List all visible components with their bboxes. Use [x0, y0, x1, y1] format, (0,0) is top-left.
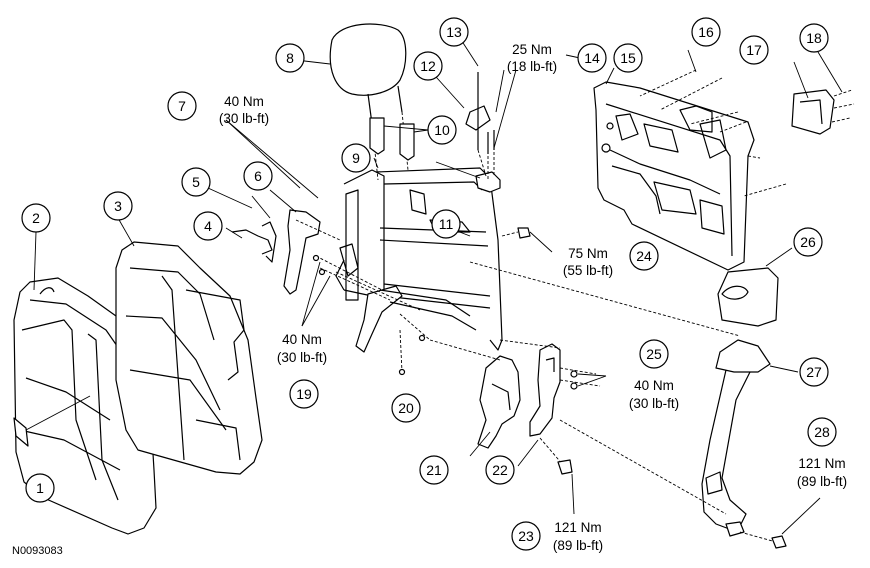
callout-26: 26 — [793, 227, 823, 257]
callout-20-text: 20 — [398, 400, 414, 416]
callout-16: 16 — [691, 17, 721, 47]
callout-1-text: 1 — [36, 480, 44, 496]
callout-24: 24 — [629, 241, 659, 271]
callout-21-text: 21 — [426, 462, 442, 478]
callout-6-text: 6 — [254, 168, 262, 184]
callout-3: 3 — [103, 191, 133, 221]
torque-23-lbft: (89 lb-ft) — [553, 538, 603, 553]
callout-6: 6 — [243, 161, 273, 191]
callout-19-text: 19 — [296, 386, 312, 402]
callout-22-text: 22 — [492, 462, 508, 478]
part-latch-bracket — [231, 189, 341, 295]
callout-25: 25 — [639, 339, 669, 369]
callout-16-text: 16 — [698, 24, 714, 40]
callout-25-text: 25 — [646, 346, 662, 362]
callout-4: 4 — [193, 211, 223, 241]
part-clip — [13, 395, 91, 447]
torque-19-nm: 40 Nm — [282, 332, 322, 347]
callout-2-text: 2 — [32, 210, 40, 226]
torque-28-nm: 121 Nm — [798, 456, 845, 471]
callout-15-text: 15 — [620, 50, 636, 66]
callout-27-text: 27 — [806, 364, 822, 380]
torque-24-nm: 75 Nm — [568, 246, 608, 261]
callout-2: 2 — [21, 203, 51, 233]
callout-28-text: 28 — [814, 424, 830, 440]
callout-13-text: 13 — [446, 24, 462, 40]
callout-15: 15 — [613, 43, 643, 73]
callout-12-text: 12 — [420, 58, 436, 74]
callout-19: 19 — [289, 379, 319, 409]
torque-19-lbft: (30 lb-ft) — [277, 350, 327, 365]
callout-22: 22 — [485, 455, 515, 485]
callout-26-text: 26 — [800, 234, 816, 250]
callout-11-text: 11 — [439, 216, 454, 232]
callout-7-text: 7 — [178, 98, 186, 114]
callout-23: 23 — [511, 521, 541, 551]
part-seat-back-frame — [335, 167, 503, 351]
part-lower-bracket — [301, 254, 477, 376]
callout-9: 9 — [341, 143, 371, 173]
callout-21: 21 — [419, 455, 449, 485]
callout-17: 17 — [739, 35, 769, 65]
callout-3-text: 3 — [114, 198, 122, 214]
part-headrest — [329, 23, 429, 181]
callout-9-text: 9 — [352, 150, 360, 166]
callout-5: 5 — [181, 167, 211, 197]
callout-28: 28 — [807, 417, 837, 447]
part-latch-assembly — [373, 69, 517, 237]
callout-20: 20 — [391, 393, 421, 423]
callout-23-text: 23 — [518, 528, 534, 544]
callout-4-text: 4 — [204, 218, 212, 234]
torque-14-lbft: (18 lb-ft) — [507, 59, 557, 74]
figure-id: N0093083 — [12, 545, 63, 557]
torque-28-lbft: (89 lb-ft) — [797, 474, 847, 489]
torque-7-nm: 40 Nm — [224, 94, 264, 109]
callout-24-text: 24 — [636, 248, 652, 264]
part-seat-belt — [701, 339, 821, 549]
callout-8-text: 8 — [286, 50, 294, 66]
torque-25-lbft: (30 lb-ft) — [629, 396, 679, 411]
torque-24-lbft: (55 lb-ft) — [563, 263, 613, 278]
torque-7-lbft: (30 lb-ft) — [219, 111, 269, 126]
callout-12: 12 — [413, 51, 443, 81]
callout-18: 18 — [799, 23, 829, 53]
part-back-panel — [593, 49, 787, 271]
callout-5-text: 5 — [192, 174, 200, 190]
callout-10: 10 — [427, 115, 457, 145]
torque-23-nm: 121 Nm — [554, 520, 601, 535]
part-bolt-24 — [469, 227, 741, 337]
callout-8: 8 — [275, 43, 305, 73]
callout-17-text: 17 — [746, 42, 762, 58]
callout-11: 11 — [431, 209, 461, 239]
callout-14-text: 14 — [584, 50, 600, 66]
callout-18-text: 18 — [806, 30, 822, 46]
part-cover-cap — [717, 247, 793, 327]
part-hinges — [429, 339, 727, 515]
torque-14-nm: 25 Nm — [512, 42, 552, 57]
callout-13: 13 — [439, 17, 469, 47]
callout-14: 14 — [577, 43, 607, 73]
part-bracket-17 — [791, 51, 855, 135]
callout-10-text: 10 — [434, 122, 450, 138]
callout-27: 27 — [799, 357, 829, 387]
part-seat-back-pad — [115, 241, 263, 475]
torque-25-nm: 40 Nm — [634, 378, 674, 393]
callout-7: 7 — [167, 91, 197, 121]
callout-1: 1 — [25, 473, 55, 503]
